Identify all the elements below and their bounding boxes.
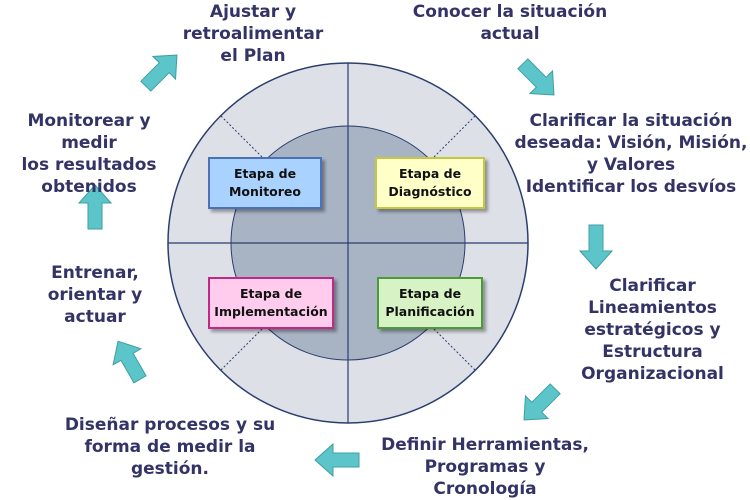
- stage-box-monitoreo: Etapa de Monitoreo: [208, 157, 322, 209]
- stage-box-diagnostico: Etapa de Diagnóstico: [375, 157, 485, 209]
- arrow-clarificar-to-lineamientos: [579, 224, 613, 270]
- arrow-lineamientos-to-definir: [512, 377, 567, 432]
- step-disenar-procesos: Diseñar procesos y su forma de medir la …: [64, 415, 276, 479]
- step-definir-herramientas: Definir Herramientas, Programas y Cronol…: [381, 435, 589, 499]
- step-entrenar-actuar: Entrenar, orientar y actuar: [47, 263, 143, 327]
- step-conocer-situacion: Conocer la situación actual: [412, 2, 608, 44]
- step-clarificar-situacion-deseada: Clarificar la situación deseada: Visión,…: [514, 111, 748, 197]
- stage-box-planificacion: Etapa de Planificación: [377, 277, 483, 329]
- step-ajustar-plan: Ajustar y retroalimentar el Plan: [182, 2, 324, 66]
- arrow-conocer-to-clarificar: [511, 52, 566, 107]
- step-monitorear-medir: Monitorear y medir los resultados obteni…: [21, 111, 157, 197]
- step-clarificar-lineamientos: Clarificar Lineamientos estratégicos y E…: [581, 276, 724, 384]
- stage-box-implementacion: Etapa de Implementación: [208, 277, 334, 329]
- arrow-disenar-to-entrenar: [103, 332, 155, 388]
- arrow-definir-to-disenar: [314, 443, 360, 477]
